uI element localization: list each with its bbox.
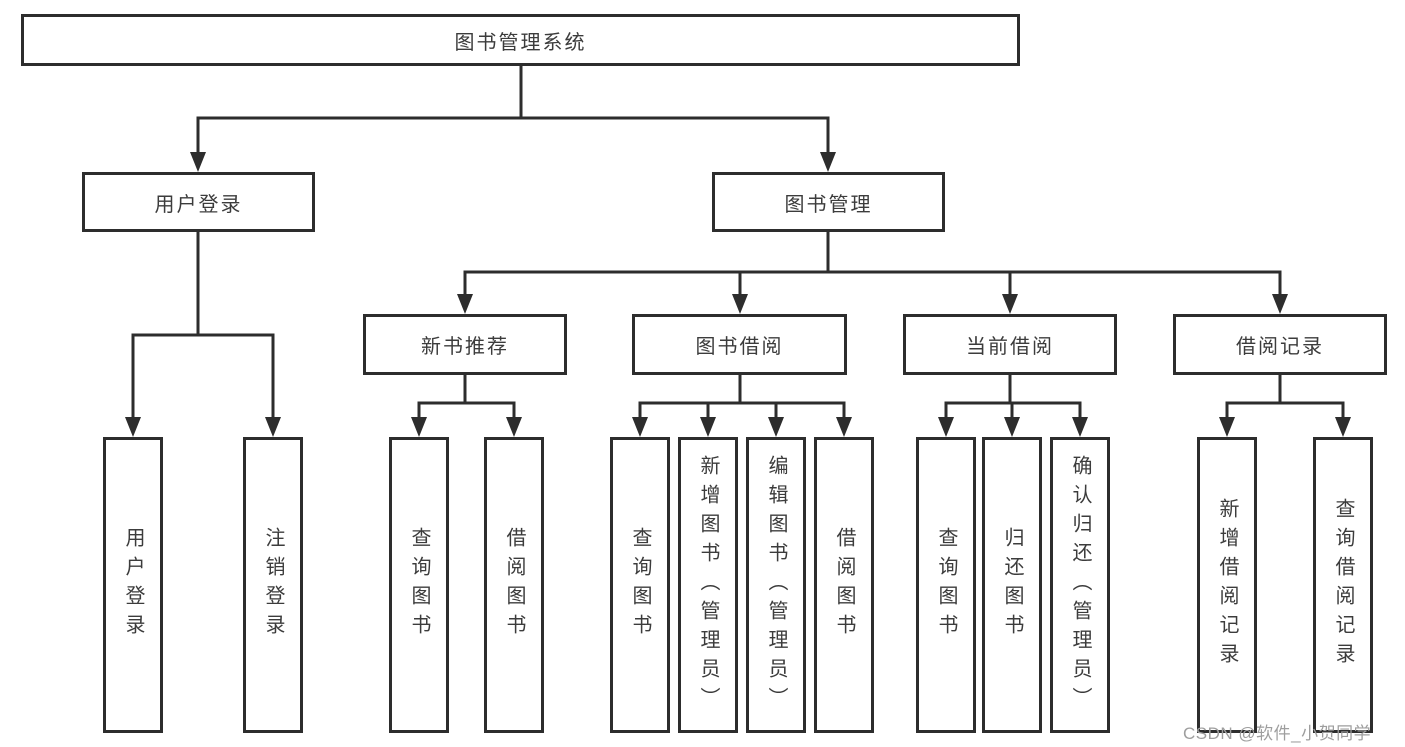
leaf-borrow-books-recommend-label: 借阅图书 [503, 527, 525, 643]
leaf-return-books: 归还图书 [982, 437, 1042, 733]
leaf-query-books-current-label: 查询图书 [935, 527, 957, 643]
leaf-borrow-books: 借阅图书 [814, 437, 874, 733]
leaf-query-books-recommend-label: 查询图书 [408, 527, 430, 643]
node-book-borrow-label: 图书借阅 [695, 336, 784, 358]
leaf-query-books-recommend: 查询图书 [389, 437, 449, 733]
edge-borrow-to-leaves [638, 373, 846, 421]
edge-mgmt-to-level2 [463, 230, 1282, 298]
leaf-add-books-admin-label: 新增图书（管理员） [697, 454, 719, 716]
leaf-query-books-borrow-label: 查询图书 [629, 527, 651, 643]
edge-login-to-leaves [131, 230, 275, 421]
edge-records-to-leaves [1225, 373, 1345, 421]
leaf-query-books-borrow: 查询图书 [610, 437, 670, 733]
node-current-borrow-label: 当前借阅 [966, 336, 1054, 358]
edge-root-to-level1 [196, 64, 830, 156]
csdn-watermark: CSDN @软件_小贺同学 [1183, 724, 1372, 743]
node-borrow-records: 借阅记录 [1173, 314, 1387, 375]
node-new-book-recommend-label: 新书推荐 [421, 336, 509, 358]
node-user-login-label: 用户登录 [154, 193, 243, 216]
leaf-add-borrow-record-label: 新增借阅记录 [1216, 498, 1238, 672]
node-user-login: 用户登录 [82, 172, 315, 232]
leaf-confirm-return-admin: 确认归还（管理员） [1050, 437, 1110, 733]
leaf-user-login-label: 用户登录 [122, 527, 144, 643]
node-book-borrow: 图书借阅 [632, 314, 847, 375]
leaf-borrow-books-recommend: 借阅图书 [484, 437, 544, 733]
leaf-edit-books-admin: 编辑图书（管理员） [746, 437, 806, 733]
node-book-management: 图书管理 [712, 172, 945, 232]
node-new-book-recommend: 新书推荐 [363, 314, 567, 375]
edge-current-to-leaves [944, 373, 1082, 421]
node-library-system: 图书管理系统 [21, 14, 1020, 66]
leaf-query-borrow-record-label: 查询借阅记录 [1332, 498, 1354, 672]
node-book-management-label: 图书管理 [784, 193, 873, 216]
leaf-query-borrow-record: 查询借阅记录 [1313, 437, 1373, 733]
node-library-system-label: 图书管理系统 [454, 31, 587, 54]
leaf-confirm-return-admin-label: 确认归还（管理员） [1069, 454, 1091, 716]
leaf-logout: 注销登录 [243, 437, 303, 733]
leaf-add-books-admin: 新增图书（管理员） [678, 437, 738, 733]
leaf-logout-label: 注销登录 [262, 527, 284, 643]
leaf-edit-books-admin-label: 编辑图书（管理员） [765, 454, 787, 716]
leaf-return-books-label: 归还图书 [1001, 527, 1023, 643]
node-current-borrow: 当前借阅 [903, 314, 1117, 375]
leaf-query-books-current: 查询图书 [916, 437, 976, 733]
leaf-borrow-books-label: 借阅图书 [833, 527, 855, 643]
node-borrow-records-label: 借阅记录 [1236, 336, 1324, 358]
arrowheads [125, 152, 1351, 437]
leaf-user-login: 用户登录 [103, 437, 163, 733]
edge-newbook-to-leaves [417, 373, 516, 421]
leaf-add-borrow-record: 新增借阅记录 [1197, 437, 1257, 733]
